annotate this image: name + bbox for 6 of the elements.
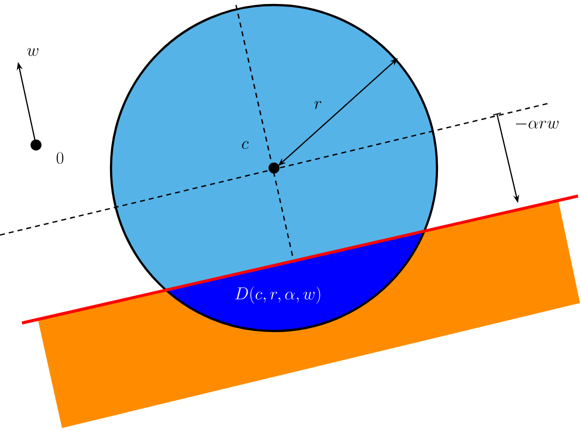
math-label: $c$ [242,141,249,149]
math-label: $r$ [314,101,322,109]
math-label: $-\alpha r w$ [516,120,559,128]
math-label: $D(c,r,\alpha,w)$ [235,286,320,304]
math-label: $w$ [27,48,38,56]
math-label: $0$ [56,152,64,164]
